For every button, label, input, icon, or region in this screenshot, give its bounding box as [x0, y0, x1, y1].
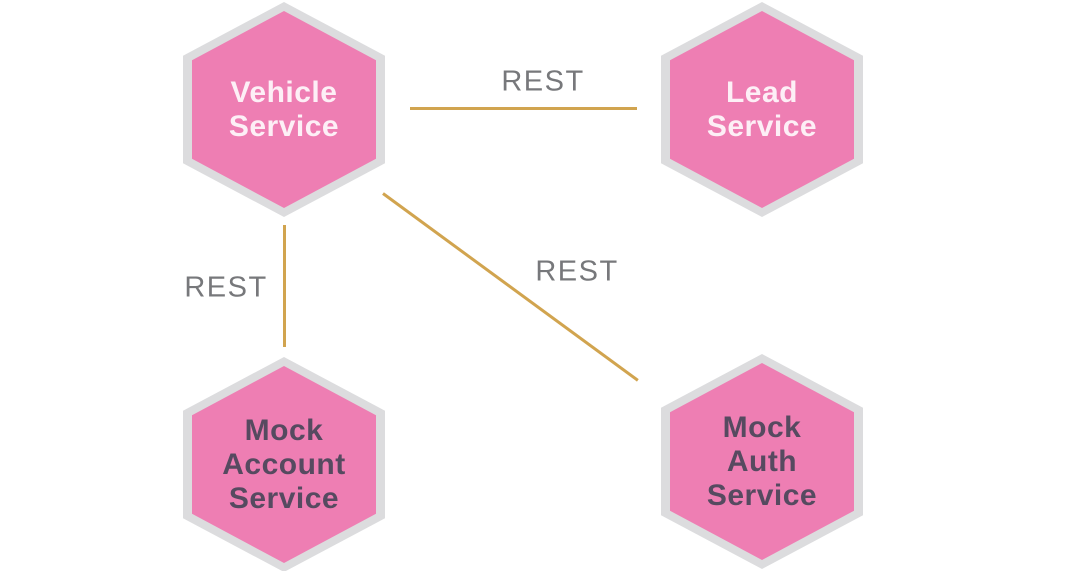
- hexagon-shape: Vehicle Service: [192, 11, 376, 208]
- node-mock-auth-service: Mock Auth Service: [661, 354, 863, 569]
- node-lead-service: Lead Service: [661, 2, 863, 217]
- node-mock-account-service: Mock Account Service: [183, 357, 385, 571]
- edge-label-rest-vertical: REST: [184, 271, 268, 304]
- hexagon-shape: Lead Service: [670, 11, 854, 208]
- connector-vehicle-to-account: [283, 225, 286, 347]
- hexagon-shape: Mock Account Service: [192, 366, 376, 563]
- node-label: Vehicle Service: [228, 75, 340, 143]
- edge-label-rest-horizontal: REST: [501, 65, 585, 98]
- node-vehicle-service: Vehicle Service: [183, 2, 385, 217]
- edge-label-rest-diagonal: REST: [535, 255, 619, 288]
- node-label: Mock Auth Service: [706, 410, 818, 512]
- hexagon-shape: Mock Auth Service: [670, 363, 854, 560]
- connector-vehicle-to-lead: [410, 107, 637, 110]
- node-label: Mock Account Service: [222, 413, 346, 515]
- node-label: Lead Service: [706, 75, 818, 143]
